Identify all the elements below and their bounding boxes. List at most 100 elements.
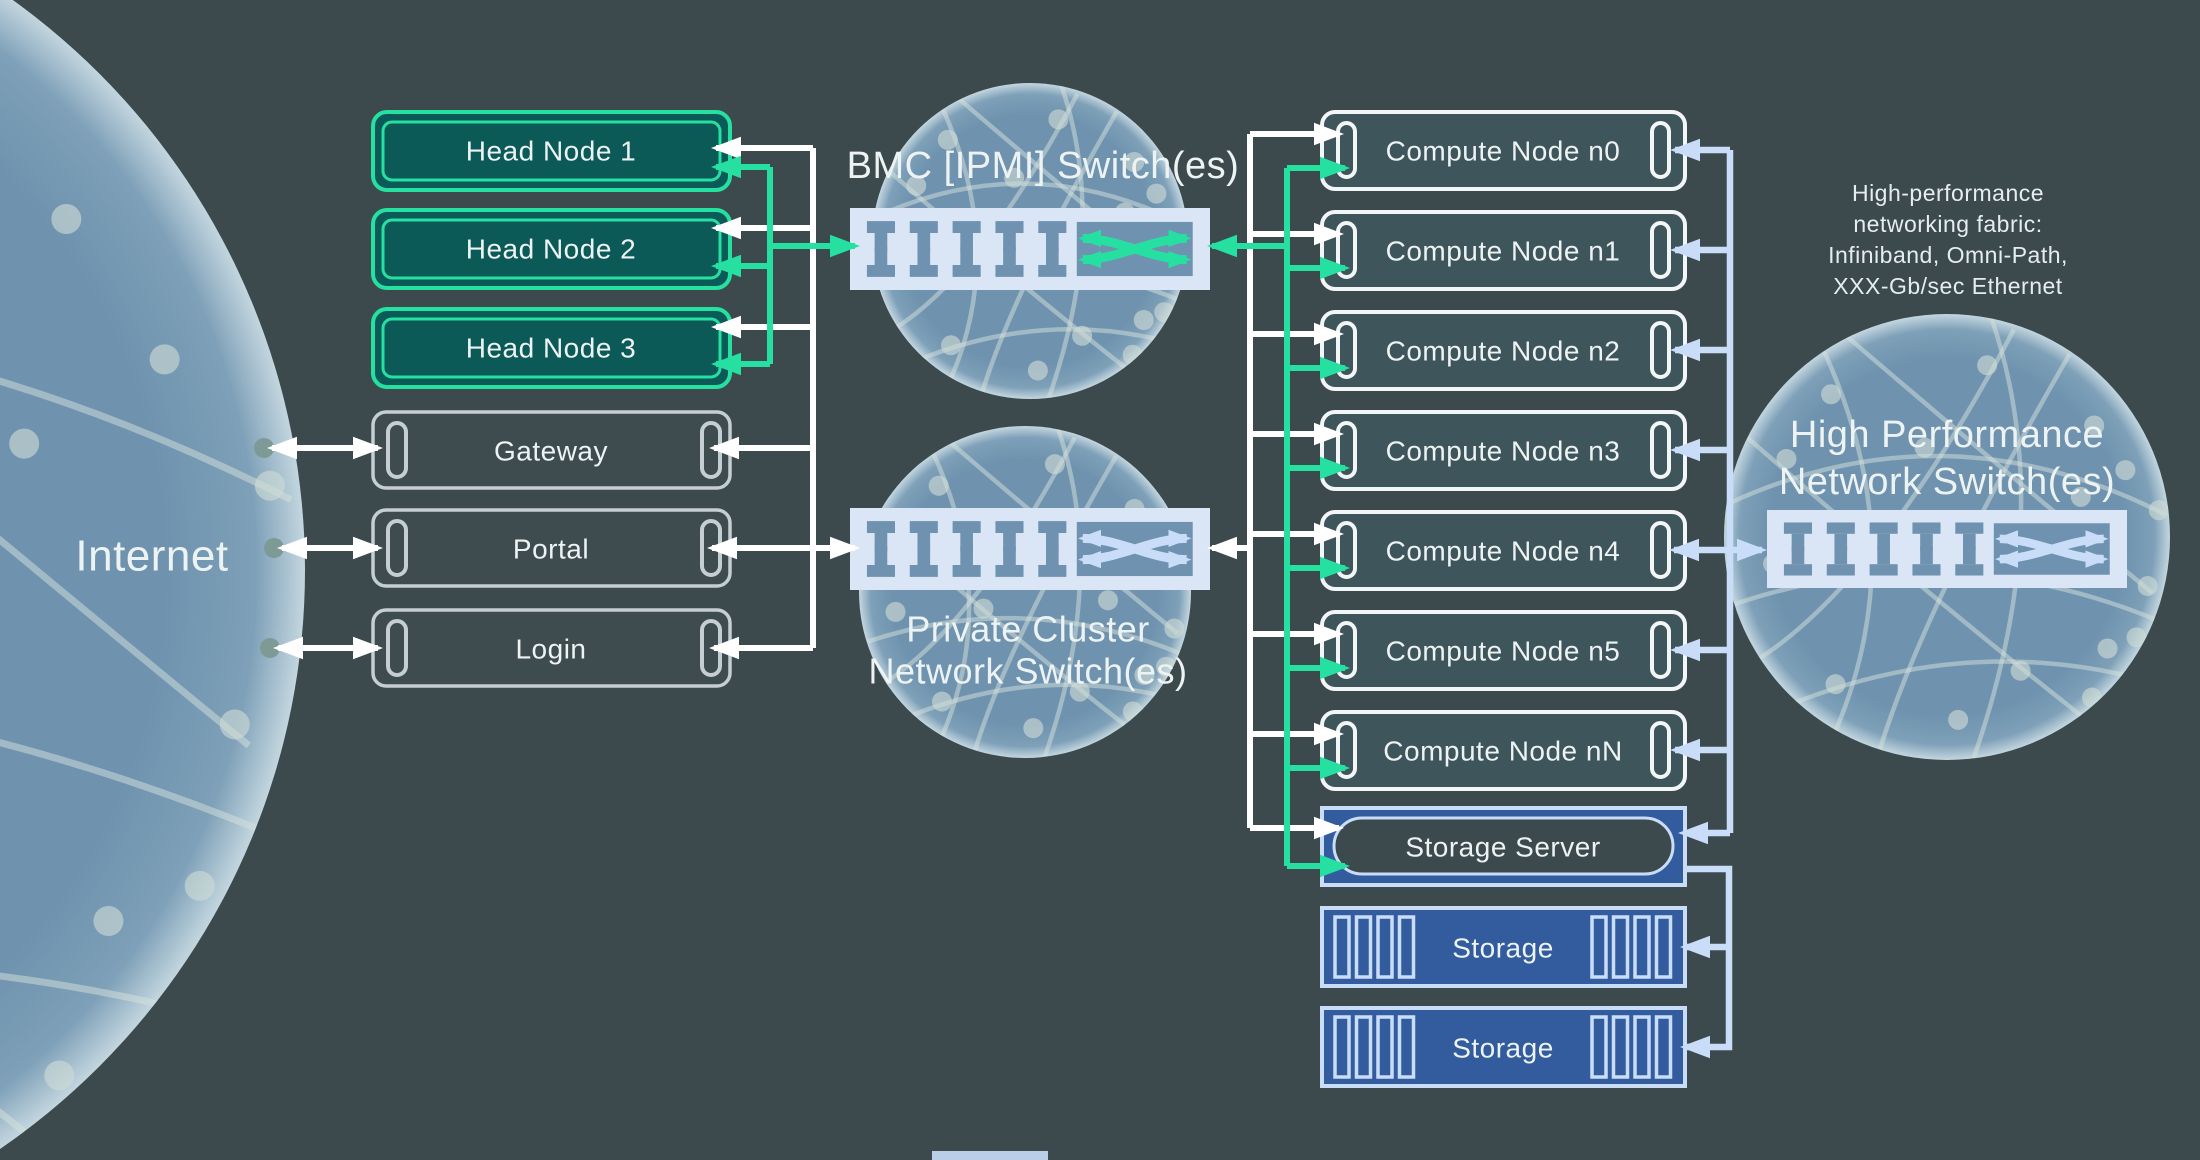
globe-mesh [0,0,293,1135]
switch-crossconnect-arrow [1078,529,1192,569]
compute-node-n2: Compute Node n2 [1320,310,1687,391]
storage-unit-1: Storage [1320,906,1687,988]
head-node-1: Head Node 1 [371,110,732,192]
switch-crossconnect-arrow [1078,229,1192,269]
storage-disk-slot [1654,1015,1673,1079]
internet-connection-dot [264,538,284,558]
globe-dot [1048,109,1069,130]
bmc-network-wires-right [1207,156,1350,878]
switch-port [995,521,1024,534]
globe-dot [184,870,215,901]
head-node-label: Head Node 2 [466,234,637,265]
globe-arc [0,677,279,840]
hpc-switch-title-line1: High Performance [1790,414,2104,456]
switch-port [1912,564,1941,576]
hpc-switch-graphic [1767,510,2127,588]
switch-port [952,521,981,534]
globe-dot [9,428,40,459]
compute-node-label: Compute Node n4 [1386,536,1621,567]
rack-handle-icon [386,619,408,677]
switch-port [1003,533,1016,552]
storage-box [1320,906,1687,988]
switch-port [866,521,895,534]
storage-disk-slot [1333,915,1351,979]
switch-port [1877,533,1890,551]
globe-dot [1133,310,1154,330]
head-node-inner-border [381,317,722,379]
switch-port [1783,522,1812,534]
switch-port [1963,533,1976,551]
portal-node: Portal [371,508,732,588]
compute-node-n1: Compute Node n1 [1320,210,1687,291]
switch-port [1046,533,1059,552]
switch-port [1877,547,1890,565]
switch-port [1955,522,1984,534]
switch-port [1038,521,1067,534]
access-node-label: Gateway [494,436,608,467]
private-network-wires-right [1207,122,1344,840]
rack-handle-icon [1650,221,1671,279]
switch-port [1003,246,1016,265]
globe-arc [0,958,166,1100]
globe-dot [1146,183,1167,204]
globe-dot [1134,665,1155,685]
storage-unit-2: Storage [1320,1006,1687,1088]
private-switch-title-line2: Network Switch(es) [868,651,1187,692]
globe-dot [44,1060,75,1091]
switch-port [917,246,931,265]
storage-disk-slot [1354,915,1373,979]
switch-port [952,264,981,277]
globe-dot [1948,709,1969,730]
globe-dot [1023,718,1044,739]
storage-disk-slot [1633,915,1651,979]
switch-port [1834,533,1848,551]
gateway-node: Gateway [371,410,732,490]
switch-port [1783,564,1812,576]
switch-port [1791,547,1805,565]
rack-handle-icon [1650,621,1671,679]
globe-dot [1825,674,1846,695]
compute-node-label: Compute Node n2 [1386,336,1621,367]
globe-dot [1044,454,1065,475]
globe-dot [1069,681,1090,702]
globe-dot [1124,152,1145,172]
storage-disk-slot [1633,1015,1651,1079]
globe-dot [906,175,927,196]
globe-dot [2148,500,2169,521]
switch-port [1955,564,1984,576]
globe-arc [1727,453,2167,517]
rack-handle-icon [1650,721,1671,779]
switch-port [917,533,931,552]
internet-wires [267,436,383,660]
switch-port [874,533,888,552]
private-network-wires-left [707,136,860,660]
globe-dot [932,691,952,712]
head-node-label: Head Node 1 [466,136,637,167]
internet-connection-dot [254,438,274,458]
head-node-box [371,208,732,290]
switch-port [952,221,981,234]
storage-server-label: Storage Server [1405,832,1600,863]
storage-disk-slot [1397,915,1416,979]
switch-port [909,521,938,534]
switch-port [1912,522,1941,534]
fabric-note: High-performance networking fabric: Infi… [1828,180,2067,299]
private-network-globe [859,426,1191,758]
globe-dot [2097,638,2118,659]
switch-port [874,233,888,252]
fabric-note-line: XXX-Gb/sec Ethernet [1833,273,2062,299]
hpc-network-wires [1669,138,1767,1059]
storage-label: Storage [1452,933,1554,964]
switch-port [866,221,895,234]
switch-port [1046,246,1059,265]
globe-arc [0,0,252,749]
globe-dot [1004,167,1025,188]
switch-port [1920,547,1933,565]
globe-dot [937,129,958,150]
switch-port [866,264,895,277]
storage-disk-slot [1654,915,1673,979]
switch-port [1038,564,1067,577]
globe-dot [2084,415,2105,436]
internet-globe [0,0,305,1149]
